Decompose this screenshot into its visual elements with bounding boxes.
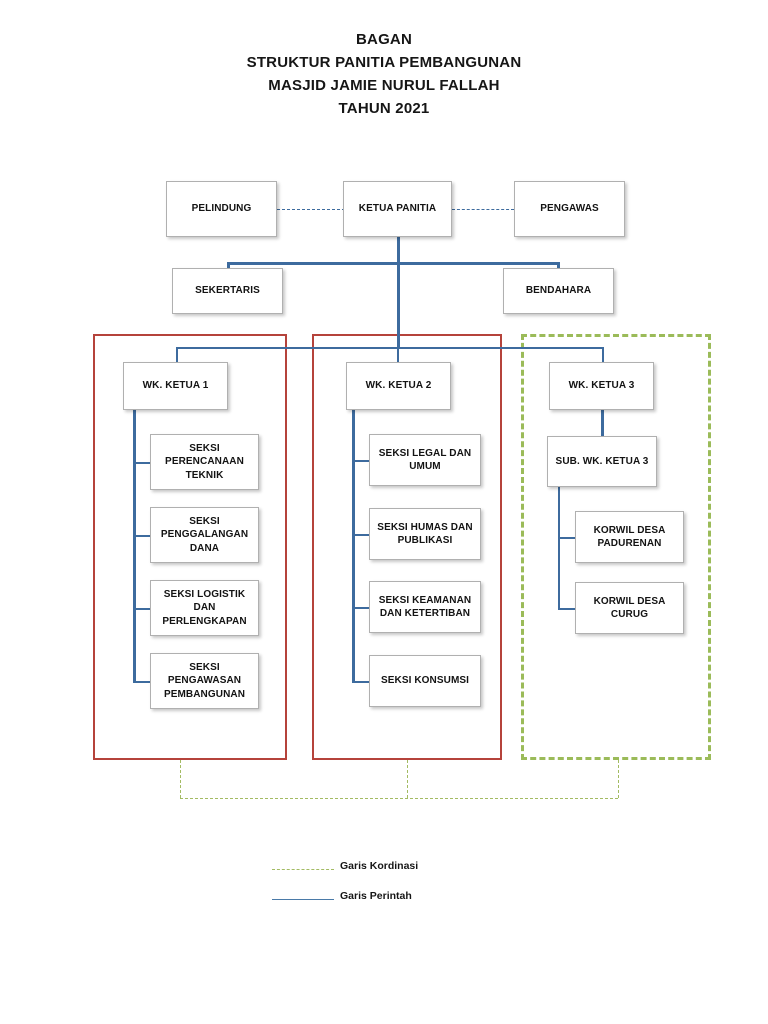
coordination-line-col2-down xyxy=(407,760,408,798)
node-col2-item-4[interactable]: SEKSI KONSUMSI xyxy=(369,655,481,707)
node-bendahara-label: BENDAHARA xyxy=(525,285,592,297)
node-col1-item-4-label: SEKSI PENGAWASAN PEMBANGUNAN xyxy=(163,661,246,700)
node-col1-item-4[interactable]: SEKSI PENGAWASAN PEMBANGUNAN xyxy=(150,653,259,709)
node-ketua-panitia[interactable]: KETUA PANITIA xyxy=(343,181,452,237)
legend-command-label: Garis Perintah xyxy=(340,890,412,902)
node-wk-ketua-3-label: WK. KETUA 3 xyxy=(568,380,635,392)
node-col1-item-2-label: SEKSI PENGGALANGAN DANA xyxy=(160,515,249,554)
group-frame-wk-ketua-3 xyxy=(521,334,711,760)
node-sekertaris-label: SEKERTARIS xyxy=(195,285,260,297)
node-col1-item-3-label: SEKSI LOGISTIK DAN PERLENGKAPAN xyxy=(162,588,247,627)
node-pengawas[interactable]: PENGAWAS xyxy=(514,181,625,237)
legend: Garis Kordinasi Garis Perintah xyxy=(0,855,768,915)
dashed-link-pengawas xyxy=(452,209,514,210)
dashed-link-pelindung xyxy=(277,209,345,210)
node-col2-item-2-label: SEKSI HUMAS DAN PUBLIKASI xyxy=(377,521,473,547)
node-col3-item-1-label: KORWIL DESA PADURENAN xyxy=(593,524,666,550)
coordination-line-col3-down xyxy=(618,760,619,798)
node-wk-ketua-1-label: WK. KETUA 1 xyxy=(142,380,209,392)
connector-col3-spine xyxy=(558,487,560,609)
connector-col3-stub-1 xyxy=(558,537,576,539)
connector-col1-stub-3 xyxy=(133,608,151,610)
connector-col2-stub-3 xyxy=(352,607,370,609)
connector-bendahara-drop xyxy=(557,262,560,268)
connector-wk-ketua-2-drop xyxy=(397,347,399,362)
node-sekertaris[interactable]: SEKERTARIS xyxy=(172,268,283,314)
node-col2-item-4-label: SEKSI KONSUMSI xyxy=(380,675,470,687)
title-line-3: MASJID JAMIE NURUL FALLAH xyxy=(268,77,500,94)
connector-col1-spine xyxy=(133,410,136,683)
node-bendahara[interactable]: BENDAHARA xyxy=(503,268,614,314)
connector-col2-stub-2 xyxy=(352,534,370,536)
title-line-1: BAGAN xyxy=(356,31,412,48)
node-pengawas-label: PENGAWAS xyxy=(540,203,599,215)
legend-coordination-label: Garis Kordinasi xyxy=(340,860,419,872)
node-sub-wk-ketua-3-label: SUB. WK. KETUA 3 xyxy=(555,455,649,467)
legend-row-coordination: Garis Kordinasi xyxy=(0,855,768,885)
connector-wk-ketua-3-drop xyxy=(602,347,604,362)
node-col1-item-1-label: SEKSI PERENCANAAN TEKNIK xyxy=(165,442,244,481)
node-col3-item-2[interactable]: KORWIL DESA CURUG xyxy=(575,582,684,634)
connector-ketua-stem xyxy=(397,237,400,347)
node-col2-item-1[interactable]: SEKSI LEGAL DAN UMUM xyxy=(369,434,481,486)
node-sub-wk-ketua-3[interactable]: SUB. WK. KETUA 3 xyxy=(547,436,657,487)
connector-sekertaris-drop xyxy=(227,262,230,268)
connector-col1-stub-4 xyxy=(133,681,151,683)
connector-wk-ketua-bus xyxy=(176,347,604,349)
legend-dashed-line-icon xyxy=(272,869,334,870)
node-pelindung[interactable]: PELINDUNG xyxy=(166,181,277,237)
connector-wk-ketua-1-drop xyxy=(176,347,178,362)
page-title: BAGAN STRUKTUR PANITIA PEMBANGUNAN MASJI… xyxy=(0,28,768,120)
connector-wk3-to-sub xyxy=(601,410,604,436)
node-col1-item-1[interactable]: SEKSI PERENCANAAN TEKNIK xyxy=(150,434,259,490)
node-col1-item-2[interactable]: SEKSI PENGGALANGAN DANA xyxy=(150,507,259,563)
connector-col2-spine xyxy=(352,410,355,683)
node-wk-ketua-2[interactable]: WK. KETUA 2 xyxy=(346,362,451,410)
node-col2-item-3-label: SEKSI KEAMANAN DAN KETERTIBAN xyxy=(378,594,472,620)
title-line-2: STRUKTUR PANITIA PEMBANGUNAN xyxy=(246,54,522,71)
connector-col3-stub-2 xyxy=(558,608,576,610)
node-col3-item-1[interactable]: KORWIL DESA PADURENAN xyxy=(575,511,684,563)
node-wk-ketua-1[interactable]: WK. KETUA 1 xyxy=(123,362,228,410)
node-col2-item-2[interactable]: SEKSI HUMAS DAN PUBLIKASI xyxy=(369,508,481,560)
legend-row-command: Garis Perintah xyxy=(0,885,768,915)
connector-sekertaris-bendahara-bus xyxy=(227,262,559,265)
node-col1-item-3[interactable]: SEKSI LOGISTIK DAN PERLENGKAPAN xyxy=(150,580,259,636)
node-ketua-panitia-label: KETUA PANITIA xyxy=(358,203,437,215)
node-pelindung-label: PELINDUNG xyxy=(191,203,252,215)
connector-col1-stub-1 xyxy=(133,462,151,464)
node-col2-item-1-label: SEKSI LEGAL DAN UMUM xyxy=(378,447,472,473)
node-wk-ketua-2-label: WK. KETUA 2 xyxy=(365,380,432,392)
group-frame-wk-ketua-2 xyxy=(312,334,502,760)
title-line-4: TAHUN 2021 xyxy=(338,100,430,117)
coordination-line-bottom xyxy=(180,798,618,799)
connector-col2-stub-1 xyxy=(352,460,370,462)
connector-col1-stub-2 xyxy=(133,535,151,537)
connector-col2-stub-4 xyxy=(352,681,370,683)
legend-solid-line-icon xyxy=(272,899,334,900)
group-frame-wk-ketua-1 xyxy=(93,334,287,760)
node-wk-ketua-3[interactable]: WK. KETUA 3 xyxy=(549,362,654,410)
node-col3-item-2-label: KORWIL DESA CURUG xyxy=(593,595,666,621)
coordination-line-col1-down xyxy=(180,760,181,798)
node-col2-item-3[interactable]: SEKSI KEAMANAN DAN KETERTIBAN xyxy=(369,581,481,633)
